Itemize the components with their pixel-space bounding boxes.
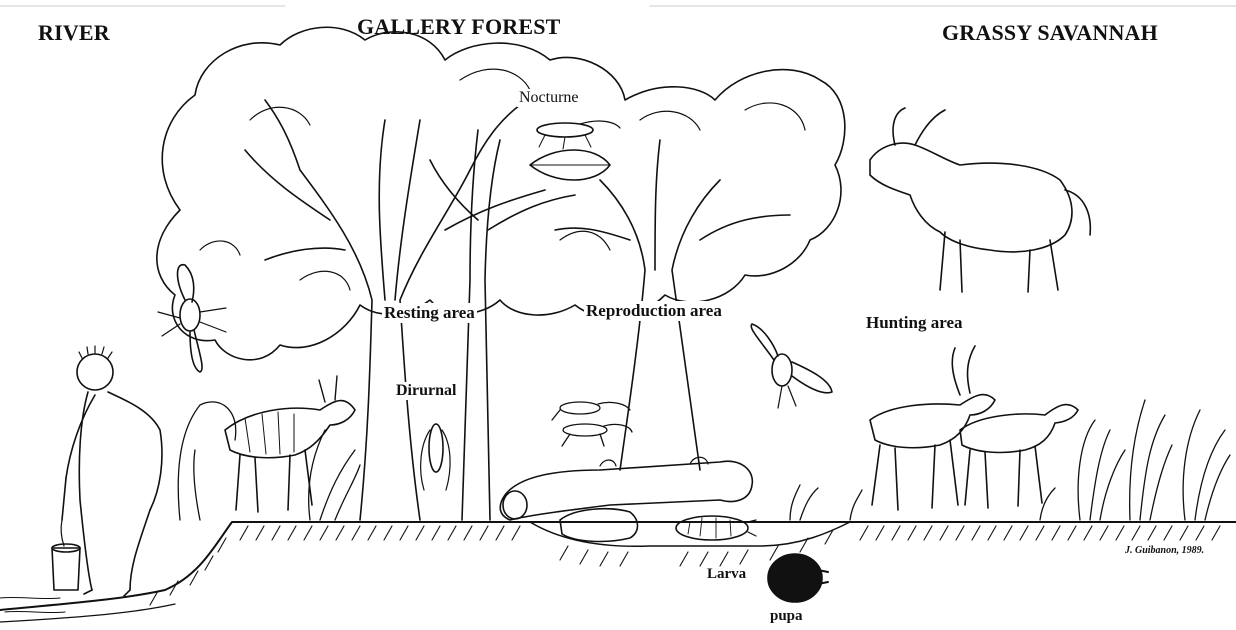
pupa xyxy=(768,554,822,602)
label-pupa: pupa xyxy=(768,608,805,625)
fly-on-trunk xyxy=(421,424,450,490)
fly-on-leaf xyxy=(530,121,620,180)
bushes-left xyxy=(178,402,360,520)
zone-title-grassy-savannah: GRASSY SAVANNAH xyxy=(942,20,1158,46)
label-hunting-area: Hunting area xyxy=(864,313,965,333)
label-resting-area: Resting area xyxy=(382,303,477,323)
zone-title-gallery-forest: GALLERY FOREST xyxy=(357,14,561,40)
flies-on-log xyxy=(552,402,632,446)
zone-title-river: RIVER xyxy=(38,20,110,46)
bushbuck xyxy=(225,376,355,512)
bucket xyxy=(52,520,80,590)
forest-canopy xyxy=(157,27,845,360)
burrow-organisms xyxy=(560,509,756,542)
ground xyxy=(0,522,1236,622)
label-dirurnal: Dirurnal xyxy=(394,382,458,400)
artist-signature: J. Guibanon, 1989. xyxy=(1125,545,1204,556)
tsetse-fly-right xyxy=(751,324,832,408)
tree-trunk-middle xyxy=(430,130,575,520)
savannah-antelopes xyxy=(870,346,1078,510)
zebu-cattle xyxy=(870,108,1090,292)
woman-figure xyxy=(62,346,162,596)
label-reproduction-area: Reproduction area xyxy=(584,301,724,321)
savannah-grass xyxy=(790,400,1230,520)
label-larva: Larva xyxy=(705,566,748,583)
tsetse-fly-left xyxy=(158,265,226,372)
label-nocturne: Nocturne xyxy=(517,89,581,107)
